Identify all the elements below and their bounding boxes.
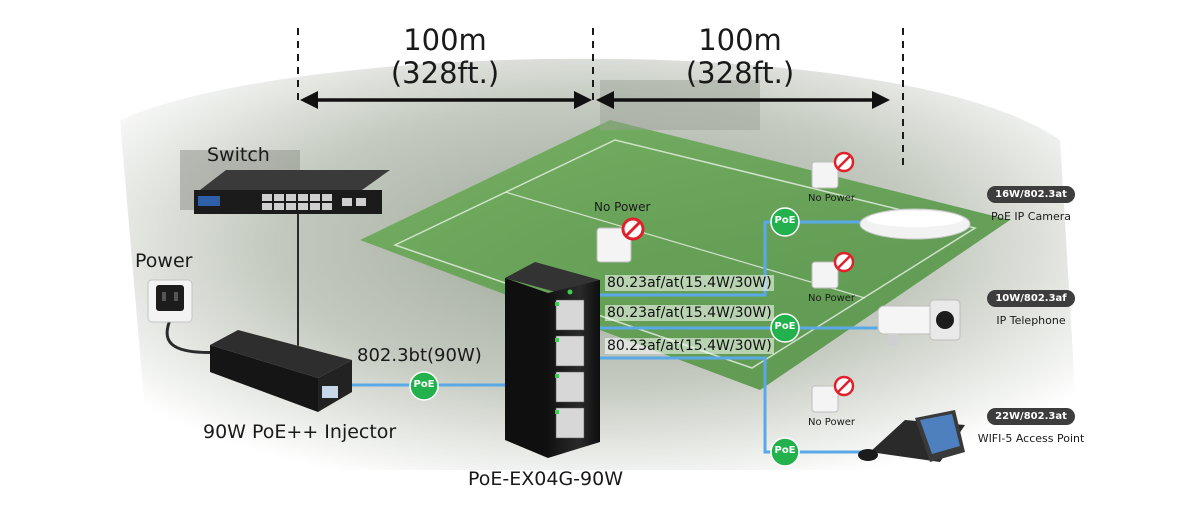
distance-feet: (328ft.): [685, 56, 795, 90]
no-power-icon: [811, 251, 855, 289]
poe-switch-label: PoE-EX04G-90W: [468, 468, 624, 490]
endpoint-standard: 16W/802.3at: [987, 186, 1075, 203]
port-spec-2: 80.23af/at(15.4W/30W): [605, 305, 774, 321]
ap-device-image: [859, 208, 971, 240]
injector-label: 90W PoE++ Injector: [203, 421, 397, 443]
distance-label-2: 100m (328ft.): [665, 24, 815, 90]
switch-label: Switch: [207, 144, 270, 166]
port-spec-3: 80.23af/at(15.4W/30W): [605, 338, 774, 354]
camera-device-image: [877, 299, 961, 346]
endpoint-tag-3: 22W/802.3at WIFI-5 Access Point: [975, 408, 1087, 445]
no-power-label: No Power: [594, 200, 651, 214]
poe-switch-device: [505, 262, 600, 458]
phone-device-image: [858, 410, 965, 462]
poe-badge-label: PoE: [774, 321, 796, 332]
distance-meters: 100m: [698, 23, 782, 57]
port-spec-1: 80.23af/at(15.4W/30W): [605, 275, 774, 291]
building-top: [600, 80, 760, 130]
endpoint-standard: 22W/802.3at: [987, 408, 1075, 425]
endpoint-tag-1: 16W/802.3at PoE IP Camera: [975, 186, 1087, 223]
no-power-icon: [596, 217, 645, 263]
poe-badge-label: PoE: [413, 379, 435, 390]
no-power-icon: [811, 375, 855, 413]
endpoint-device: WIFI-5 Access Point: [977, 432, 1085, 445]
distance-feet: (328ft.): [390, 56, 500, 90]
poe-badge-icon: [409, 207, 800, 467]
dimension-arrow-icon: [300, 91, 890, 109]
dimension-guides: [297, 28, 904, 170]
no-power-label: No Power: [808, 293, 856, 304]
poe-badge-label: PoE: [774, 215, 796, 226]
endpoint-standard: 10W/802.3af: [987, 290, 1075, 307]
endpoint-device: IP Telephone: [996, 314, 1066, 327]
endpoint-tag-2: 10W/802.3af IP Telephone: [975, 290, 1087, 327]
access-point-cable: [594, 356, 870, 454]
soccer-field: [360, 120, 1010, 390]
injector-device: [210, 330, 352, 412]
no-power-icon: [811, 151, 855, 189]
no-power-label: No Power: [808, 417, 856, 428]
poe-badge-label: PoE: [774, 445, 796, 456]
field-midline: [504, 191, 866, 299]
injector-standard-label: 802.3bt(90W): [357, 345, 482, 366]
camera-cable: [594, 220, 864, 297]
endpoint-device: PoE IP Camera: [991, 210, 1071, 223]
no-power-label: No Power: [808, 193, 856, 204]
power-label: Power: [135, 250, 193, 272]
switch-device: [194, 170, 390, 214]
distance-label-1: 100m (328ft.): [370, 24, 520, 90]
power-outlet-icon: [147, 279, 193, 323]
distance-meters: 100m: [403, 23, 487, 57]
